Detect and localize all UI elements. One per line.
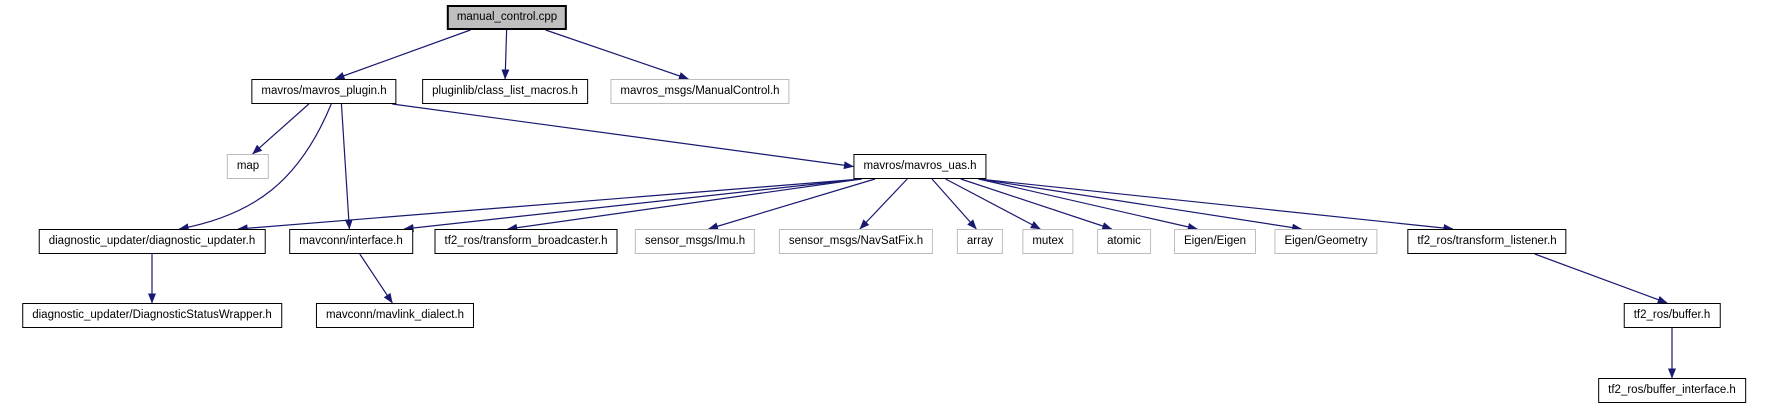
graph-node-atomic: atomic [1097, 229, 1151, 254]
edge-mavros_uas-navsatfix [859, 178, 908, 230]
graph-node-diagnostic_updater[interactable]: diagnostic_updater/diagnostic_updater.h [38, 229, 266, 254]
graph-node-mavros_uas[interactable]: mavros/mavros_uas.h [853, 154, 987, 179]
graph-node-eigen_geometry: Eigen/Geometry [1274, 229, 1378, 254]
graph-node-class_list_macros[interactable]: pluginlib/class_list_macros.h [422, 79, 588, 104]
graph-node-tf2_buffer_interface[interactable]: tf2_ros/buffer_interface.h [1598, 378, 1746, 403]
edge-manual_control-mavros_plugin [334, 29, 471, 80]
graph-node-transform_listener[interactable]: tf2_ros/transform_listener.h [1407, 229, 1567, 254]
edge-mavros_uas-diagnostic_updater [237, 178, 862, 233]
graph-node-mutex: mutex [1022, 229, 1074, 254]
edge-mavros_uas-mavconn_interface [403, 178, 862, 232]
graph-node-navsatfix: sensor_msgs/NavSatFix.h [778, 229, 934, 254]
graph-node-manual_control: manual_control.cpp [446, 5, 568, 30]
edge-mavros_uas-transform_broadcaster [507, 178, 862, 232]
graph-node-mavlink_dialect[interactable]: mavconn/mavlink_dialect.h [315, 303, 475, 328]
graph-node-map: map [226, 154, 270, 179]
edge-manual_control-class_list_macros [501, 29, 510, 80]
graph-node-eigen_eigen: Eigen/Eigen [1173, 229, 1257, 254]
edge-manual_control-manual_control_msg [545, 29, 689, 80]
graph-node-array: array [956, 229, 1004, 254]
graph-node-tf2_buffer[interactable]: tf2_ros/buffer.h [1623, 303, 1721, 328]
edge-mavros_plugin-mavconn_interface [340, 103, 353, 230]
graph-node-transform_broadcaster[interactable]: tf2_ros/transform_broadcaster.h [434, 229, 618, 254]
graph-node-mavconn_interface[interactable]: mavconn/interface.h [289, 229, 413, 254]
edge-mavros_uas-atomic [960, 178, 1113, 230]
edge-mavconn_interface-mavlink_dialect [359, 253, 393, 304]
edge-mavros_uas-transform_listener [978, 178, 1454, 232]
edge-mavros_plugin-diagnostic_updater [178, 103, 332, 232]
edge-transform_listener-tf2_buffer [1534, 253, 1668, 304]
edge-mavros_uas-array [931, 178, 977, 230]
edge-mavros_uas-mutex [945, 178, 1041, 230]
edge-mavros_uas-eigen_geometry [978, 178, 1303, 232]
graph-node-mavros_plugin[interactable]: mavros/mavros_plugin.h [251, 79, 397, 104]
graph-node-manual_control_msg: mavros_msgs/ManualControl.h [610, 79, 790, 104]
graph-node-imu: sensor_msgs/Imu.h [634, 229, 756, 254]
edge-mavros_uas-eigen_eigen [978, 178, 1198, 231]
edge-mavros_uas-imu [708, 178, 876, 231]
graph-node-diag_status_wrapper[interactable]: diagnostic_updater/DiagnosticStatusWrapp… [22, 303, 282, 328]
edge-mavros_plugin-mavros_uas [392, 103, 854, 170]
edge-mavros_plugin-map [252, 103, 310, 155]
